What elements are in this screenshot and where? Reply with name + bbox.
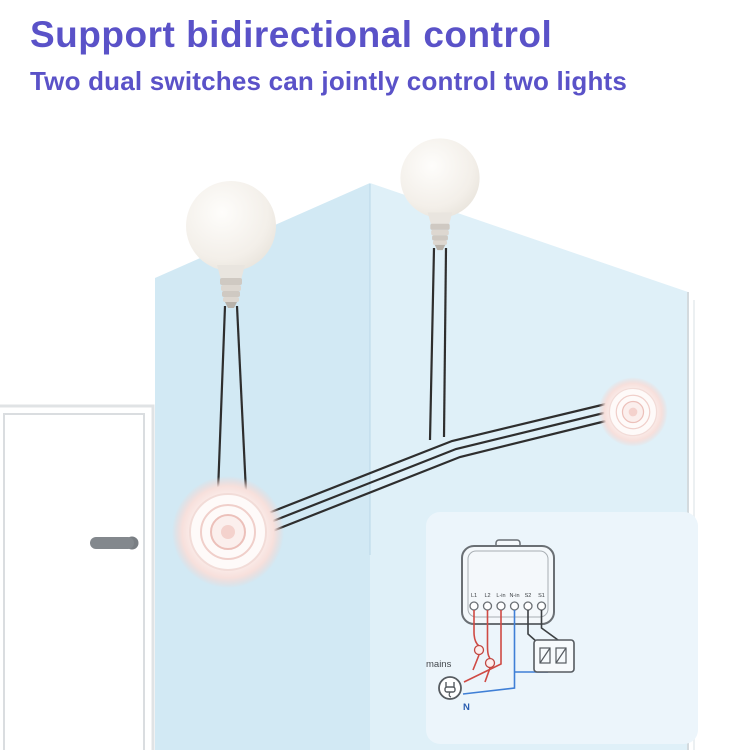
live-in-wire	[463, 610, 502, 683]
bulb-left-cord	[216, 305, 227, 493]
dimmer-switch-icon	[598, 377, 668, 447]
wire-bundle	[267, 410, 609, 525]
terminal-label: L-in	[496, 593, 505, 599]
neutral-label: N	[463, 702, 470, 713]
wires	[216, 247, 611, 534]
neutral-wire	[462, 610, 516, 695]
door-panel	[3, 413, 145, 750]
headline: Support bidirectional control	[30, 14, 553, 55]
subheadline: Two dual switches can jointly control tw…	[30, 66, 628, 96]
live-wire	[486, 610, 491, 659]
wire-bundle	[265, 402, 607, 516]
terminal-label: S1	[538, 593, 545, 599]
power-plug-icon	[438, 676, 462, 700]
door-handle-icon	[90, 536, 139, 550]
wire-bundle	[269, 418, 611, 534]
live-wire	[472, 654, 480, 671]
light-bulb-icon	[186, 181, 276, 308]
light-bulb-icon	[400, 138, 480, 251]
bulb-right-cord	[442, 247, 448, 438]
smart-switch-module: L1 L2 L-in N-in S2 S1	[461, 539, 555, 625]
mains-label: mains	[426, 659, 452, 670]
terminal-label: S2	[525, 593, 532, 599]
bulb-left-cord	[235, 305, 248, 493]
wire-connector-icon	[473, 644, 496, 669]
left-wall	[155, 183, 370, 750]
terminal-label: L1	[471, 593, 477, 599]
terminal-label: N-in	[509, 593, 519, 599]
switch-wire	[527, 610, 538, 643]
header: Support bidirectional control Two dual s…	[30, 14, 627, 97]
diagram-wires	[462, 610, 559, 695]
bulb-right-cord	[428, 247, 436, 441]
switch-wire	[540, 610, 559, 641]
dimmer-switch-icon	[172, 476, 284, 588]
terminal-label: L2	[484, 593, 490, 599]
rocker-switch-symbol-icon	[533, 639, 575, 673]
left-door	[0, 404, 155, 750]
wiring-diagram: L1 L2 L-in N-in S2 S1	[426, 512, 698, 744]
